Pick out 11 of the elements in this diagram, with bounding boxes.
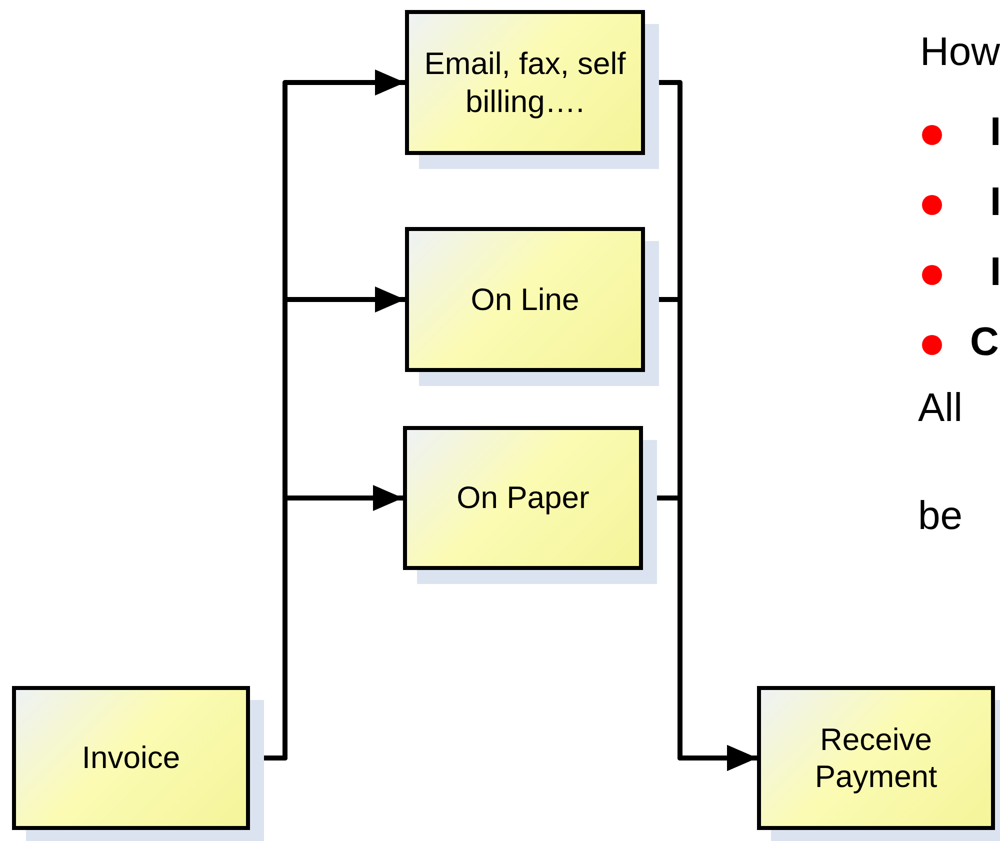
box-label: Email, fax, self billing…. [423,45,627,120]
bullet-text: I [990,112,1000,152]
box-label: On Line [470,280,580,318]
text-line: All [918,388,962,428]
box-label: Invoice [80,739,182,777]
bullet-text: C [970,322,999,362]
text-line: be [918,496,962,536]
bullet-text: I [990,252,1000,292]
box-label: Receive Payment [814,720,938,796]
bullet-text: I [990,182,1000,222]
box-label: On Paper [456,479,590,517]
